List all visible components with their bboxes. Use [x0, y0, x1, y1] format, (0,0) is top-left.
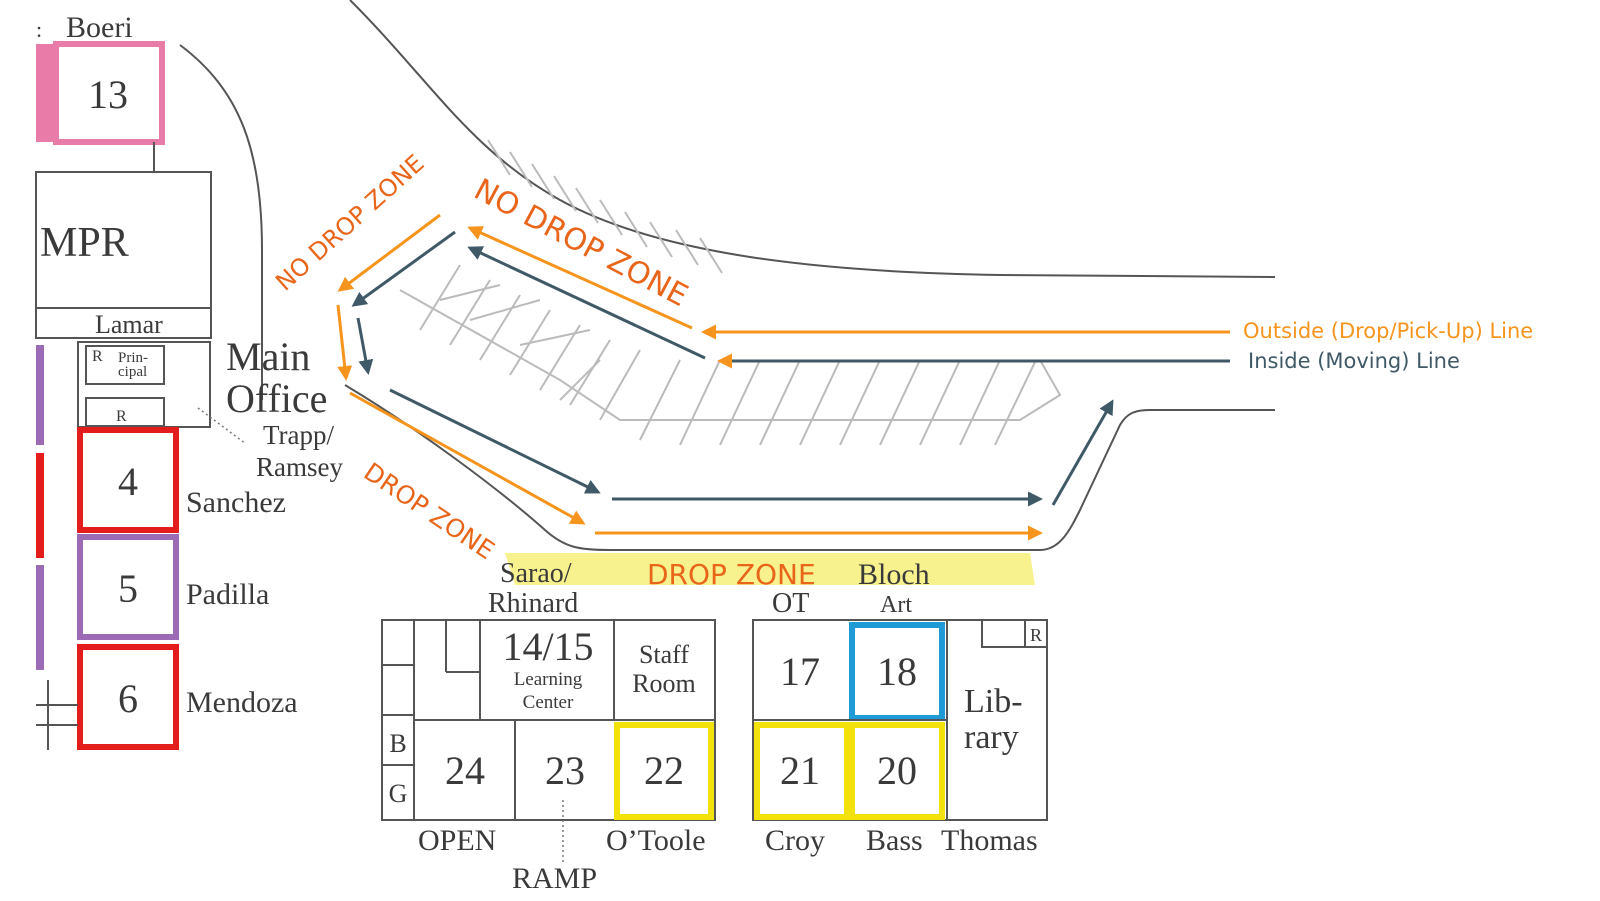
- label-room-24: 24: [445, 748, 485, 793]
- left-wing: [35, 41, 247, 750]
- legend-outside-label: Outside (Drop/Pick-Up) Line: [1243, 319, 1533, 343]
- label-open: OPEN: [418, 824, 496, 857]
- label-ot: OT: [772, 588, 809, 619]
- label-rhinard: Rhinard: [488, 588, 578, 619]
- label-room-17: 17: [780, 649, 820, 694]
- label-room-6: 6: [118, 676, 138, 721]
- label-g: G: [389, 779, 408, 808]
- drop-zone-label-highlight: DROP ZONE: [647, 558, 816, 591]
- label-bloch: Bloch: [858, 558, 930, 591]
- label-mendoza: Mendoza: [186, 686, 298, 719]
- label-padilla: Padilla: [186, 578, 269, 611]
- label-ramsey: Ramsey: [256, 452, 343, 482]
- no-drop-zone-label-left: NO DROP ZONE: [270, 149, 429, 296]
- label-learning: Learning: [514, 669, 583, 690]
- label-lamar: Lamar: [95, 310, 163, 339]
- label-library-2: rary: [964, 719, 1019, 756]
- label-principal-2: cipal: [118, 364, 147, 380]
- label-thomas: Thomas: [941, 824, 1038, 857]
- label-ramp: RAMP: [512, 862, 597, 895]
- label-room-22: 22: [644, 748, 684, 793]
- label-restroom-1: R: [92, 348, 103, 365]
- drop-zone-label-diagonal: DROP ZONE: [359, 457, 500, 565]
- label-boeri-prefix: :: [36, 17, 42, 42]
- legend-inside-label: Inside (Moving) Line: [1248, 349, 1460, 373]
- label-b: B: [389, 729, 406, 758]
- label-center: Center: [523, 692, 574, 713]
- label-restroom-2: R: [116, 408, 127, 425]
- label-sanchez: Sanchez: [186, 486, 286, 519]
- no-drop-hatching: [487, 139, 723, 274]
- label-art: Art: [880, 592, 912, 618]
- map-labels: : Boeri 13 MPR Lamar Main Office R Prin-…: [36, 11, 1042, 895]
- label-room-18: 18: [877, 649, 917, 694]
- label-room-14-15: 14/15: [502, 624, 593, 669]
- right-wing: [752, 619, 1048, 821]
- parking-lot: [399, 264, 1062, 446]
- label-trapp: Trapp/: [263, 420, 335, 450]
- legend: Outside (Drop/Pick-Up) Line Inside (Movi…: [1243, 319, 1533, 373]
- label-sarao: Sarao/: [500, 558, 572, 589]
- label-staff: Staff: [639, 640, 689, 669]
- label-boeri: Boeri: [66, 11, 133, 44]
- drop-zone-highlight: [505, 553, 1035, 585]
- label-main-office-2: Office: [226, 376, 327, 421]
- label-main-office-1: Main: [226, 334, 310, 379]
- label-room-5: 5: [118, 566, 138, 611]
- label-mpr: MPR: [40, 220, 129, 266]
- label-room-13: 13: [88, 72, 128, 117]
- label-restroom-3: R: [1030, 625, 1042, 645]
- road-outline: [179, 0, 1276, 551]
- label-library-1: Lib-: [964, 683, 1023, 720]
- label-otoole: O’Toole: [606, 824, 706, 857]
- outside-line-path: [336, 213, 1230, 541]
- label-principal-1: Prin-: [118, 350, 148, 366]
- center-wing: [381, 619, 716, 862]
- label-room-20: 20: [877, 748, 917, 793]
- label-room-23: 23: [545, 748, 585, 793]
- label-room-21: 21: [780, 748, 820, 793]
- label-room-4: 4: [118, 459, 138, 504]
- label-bass: Bass: [866, 824, 923, 857]
- label-croy: Croy: [765, 824, 825, 857]
- inside-line-path: [351, 230, 1230, 507]
- label-room: Room: [632, 669, 696, 698]
